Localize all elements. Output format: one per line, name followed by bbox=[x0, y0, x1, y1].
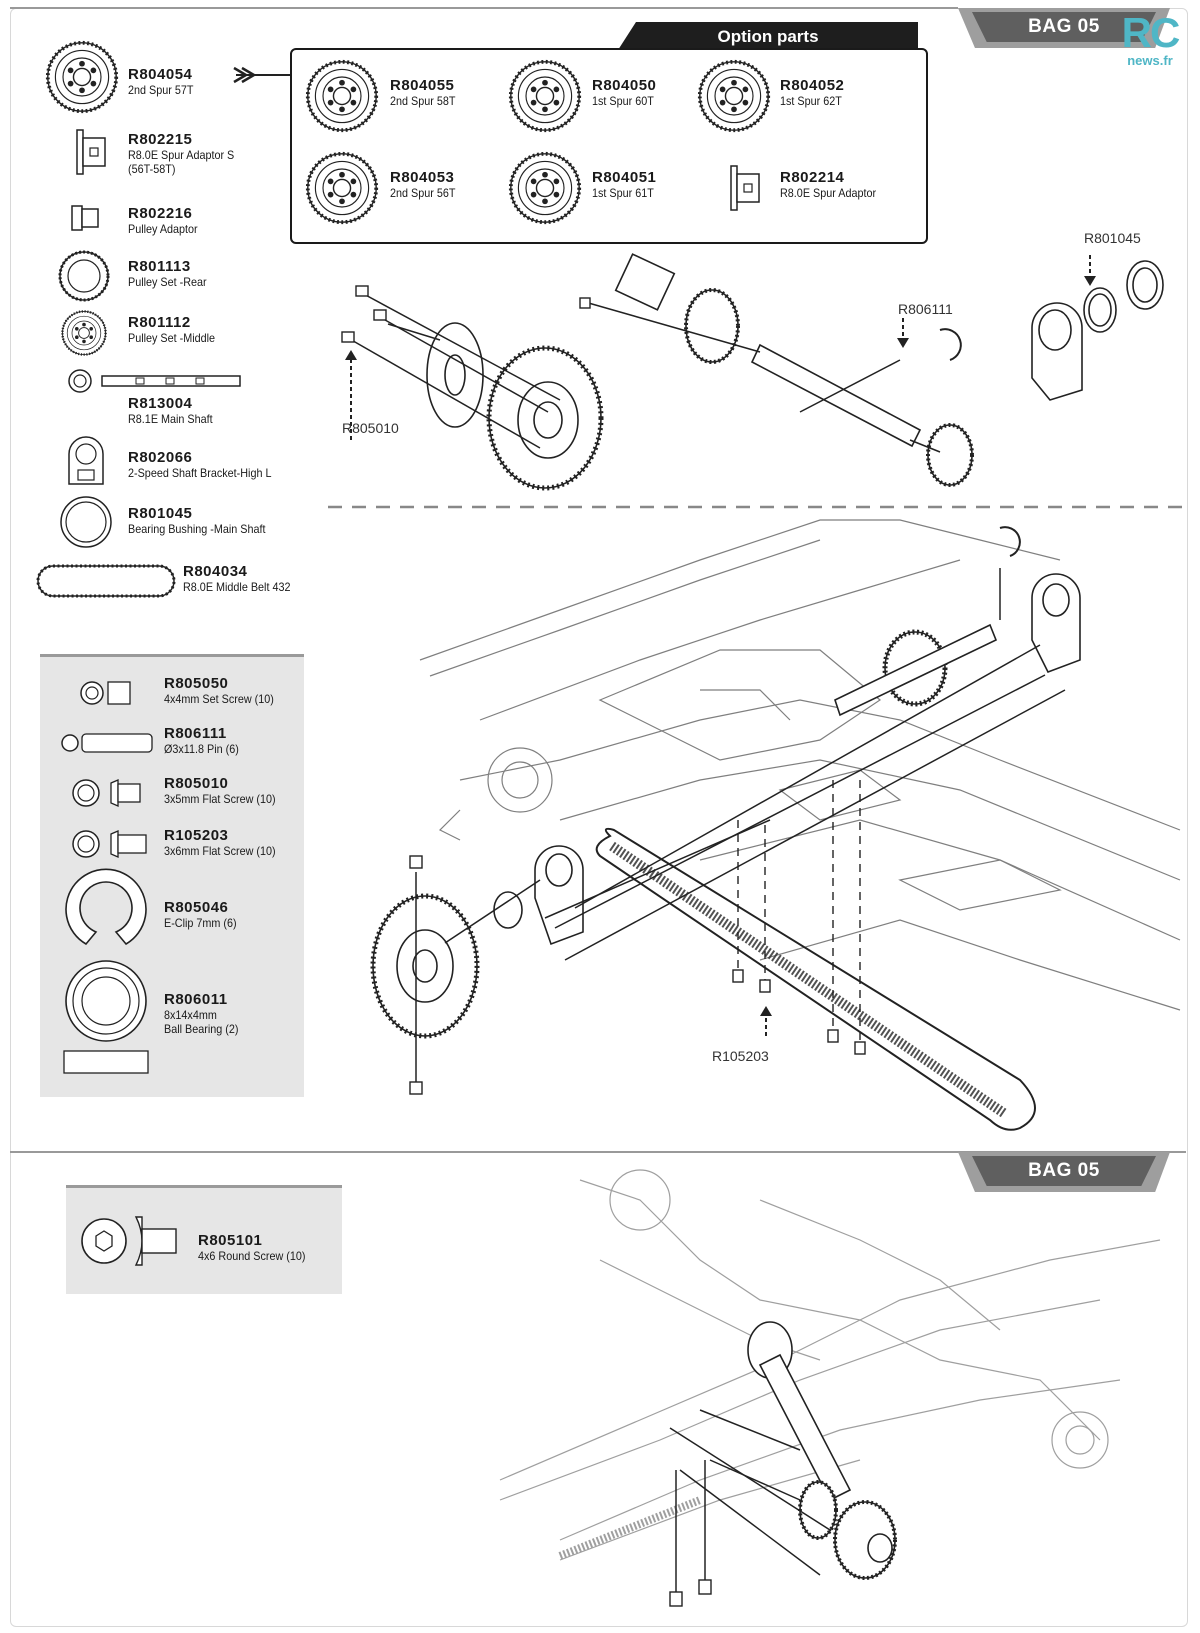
part-code: R804053 bbox=[390, 169, 455, 186]
callout-label: R801045 bbox=[1084, 230, 1141, 246]
part-desc: Pulley Set -Rear bbox=[128, 275, 207, 289]
part-r813004: R813004 R8.1E Main Shaft bbox=[128, 395, 222, 426]
part-desc: 1st Spur 60T bbox=[592, 94, 654, 108]
option-r804052: R804052 1st Spur 62T bbox=[780, 77, 849, 108]
part-code: R802214 bbox=[780, 169, 845, 186]
part-code: R804055 bbox=[390, 77, 455, 94]
part-desc: 2-Speed Shaft Bracket-High L bbox=[128, 466, 272, 480]
part-code: R805046 bbox=[164, 899, 229, 916]
part-desc: E-Clip 7mm (6) bbox=[164, 916, 237, 930]
callout-label: R805010 bbox=[342, 420, 399, 436]
part-code: R801113 bbox=[128, 258, 191, 275]
bag-tab-bottom: BAG 05 bbox=[958, 1152, 1170, 1192]
part-r802066: R802066 2-Speed Shaft Bracket-High L bbox=[128, 449, 287, 480]
ball-bearing-icon bbox=[63, 960, 149, 1074]
bag-label: BAG 05 bbox=[1028, 16, 1100, 37]
part-desc: R8.0E Spur Adaptor S bbox=[128, 148, 235, 162]
part-code: R804051 bbox=[592, 169, 657, 186]
part-desc: 1st Spur 62T bbox=[780, 94, 842, 108]
part-desc: 3x6mm Flat Screw (10) bbox=[164, 844, 276, 858]
hardware-box-bottom: R805101 4x6 Round Screw (10) bbox=[66, 1185, 342, 1294]
option-r804051: R804051 1st Spur 61T bbox=[592, 169, 661, 200]
option-parts-title: Option parts bbox=[618, 22, 918, 50]
flat-screw-icon bbox=[72, 830, 147, 858]
part-code: R801045 bbox=[128, 505, 193, 522]
hw-r806111: R806111 Ø3x11.8 Pin (6) bbox=[164, 725, 247, 756]
part-code: R804050 bbox=[592, 77, 657, 94]
set-screw-icon bbox=[80, 681, 131, 705]
option-r804053: R804053 2nd Spur 56T bbox=[390, 169, 463, 200]
spur-gear-icon bbox=[45, 40, 119, 114]
option-r804050: R804050 1st Spur 60T bbox=[592, 77, 661, 108]
hw-r805010: R805010 3x5mm Flat Screw (10) bbox=[164, 775, 288, 806]
flat-screw-icon bbox=[72, 779, 141, 807]
part-desc: 2nd Spur 57T bbox=[128, 83, 194, 97]
part-desc: 4x4mm Set Screw (10) bbox=[164, 692, 274, 706]
rcnews-logo: RC news.fr bbox=[1110, 12, 1190, 72]
part-code: R813004 bbox=[128, 395, 193, 412]
part-desc: Ø3x11.8 Pin (6) bbox=[164, 742, 239, 756]
part-code: R804034 bbox=[183, 563, 248, 580]
part-r801113: R801113 Pulley Set -Rear bbox=[128, 258, 215, 289]
part-desc: (56T-58T) bbox=[128, 162, 176, 176]
pin-icon bbox=[61, 733, 153, 753]
callout-label: R105203 bbox=[712, 1048, 769, 1064]
part-r802215: R802215 R8.0E Spur Adaptor S (56T-58T) bbox=[128, 131, 246, 176]
hw-r806011: R806011 8x14x4mm Ball Bearing (2) bbox=[164, 991, 247, 1036]
part-desc: 3x5mm Flat Screw (10) bbox=[164, 792, 276, 806]
part-code: R805101 bbox=[198, 1232, 263, 1249]
bag-tab-top: BAG 05 bbox=[958, 8, 1170, 48]
hw-r805101: R805101 4x6 Round Screw (10) bbox=[198, 1232, 317, 1263]
option-r804055: R804055 2nd Spur 58T bbox=[390, 77, 463, 108]
hw-r105203: R105203 3x6mm Flat Screw (10) bbox=[164, 827, 288, 858]
part-r802216: R802216 Pulley Adaptor bbox=[128, 205, 205, 236]
logo-subtext: news.fr bbox=[1127, 53, 1173, 68]
logo-text: RC bbox=[1121, 9, 1181, 56]
part-desc: Bearing Bushing -Main Shaft bbox=[128, 522, 266, 536]
part-code: R802215 bbox=[128, 131, 193, 148]
part-desc: Pulley Set -Middle bbox=[128, 331, 216, 345]
callout-label: R806111 bbox=[898, 301, 953, 317]
round-screw-icon bbox=[81, 1216, 177, 1266]
part-code: R801112 bbox=[128, 314, 191, 331]
hw-r805046: R805046 E-Clip 7mm (6) bbox=[164, 899, 245, 930]
part-r804054: R804054 2nd Spur 57T bbox=[128, 66, 201, 97]
part-code: R802216 bbox=[128, 205, 193, 222]
part-r801045: R801045 Bearing Bushing -Main Shaft bbox=[128, 505, 281, 536]
part-code: R802066 bbox=[128, 449, 193, 466]
part-desc: Pulley Adaptor bbox=[128, 222, 198, 236]
part-code: R105203 bbox=[164, 827, 229, 844]
option-parts-box bbox=[290, 48, 928, 244]
part-desc: 4x6 Round Screw (10) bbox=[198, 1249, 306, 1263]
part-r804034: R804034 R8.0E Middle Belt 432 bbox=[183, 563, 302, 594]
part-desc: 2nd Spur 58T bbox=[390, 94, 456, 108]
part-desc: R8.0E Middle Belt 432 bbox=[183, 580, 291, 594]
part-desc: Ball Bearing (2) bbox=[164, 1022, 239, 1036]
part-desc: 1st Spur 61T bbox=[592, 186, 654, 200]
part-code: R806011 bbox=[164, 991, 228, 1008]
part-code: R804052 bbox=[780, 77, 845, 94]
bag-label: BAG 05 bbox=[1028, 1160, 1100, 1181]
part-r801112: R801112 Pulley Set -Middle bbox=[128, 314, 225, 345]
hardware-icons bbox=[61, 681, 153, 1074]
part-code: R805010 bbox=[164, 775, 229, 792]
hw-r805050: R805050 4x4mm Set Screw (10) bbox=[164, 675, 286, 706]
part-code: R805050 bbox=[164, 675, 229, 692]
part-desc: 2nd Spur 56T bbox=[390, 186, 456, 200]
part-desc: 8x14x4mm bbox=[164, 1008, 217, 1022]
part-desc: R8.1E Main Shaft bbox=[128, 412, 213, 426]
option-r802214: R802214 R8.0E Spur Adaptor bbox=[780, 169, 887, 200]
part-code: R806111 bbox=[164, 725, 227, 742]
hardware-box: R805050 4x4mm Set Screw (10) R806111 Ø3x… bbox=[40, 654, 304, 1097]
part-code: R804054 bbox=[128, 66, 193, 83]
part-desc: R8.0E Spur Adaptor bbox=[780, 186, 877, 200]
e-clip-icon bbox=[65, 868, 147, 946]
